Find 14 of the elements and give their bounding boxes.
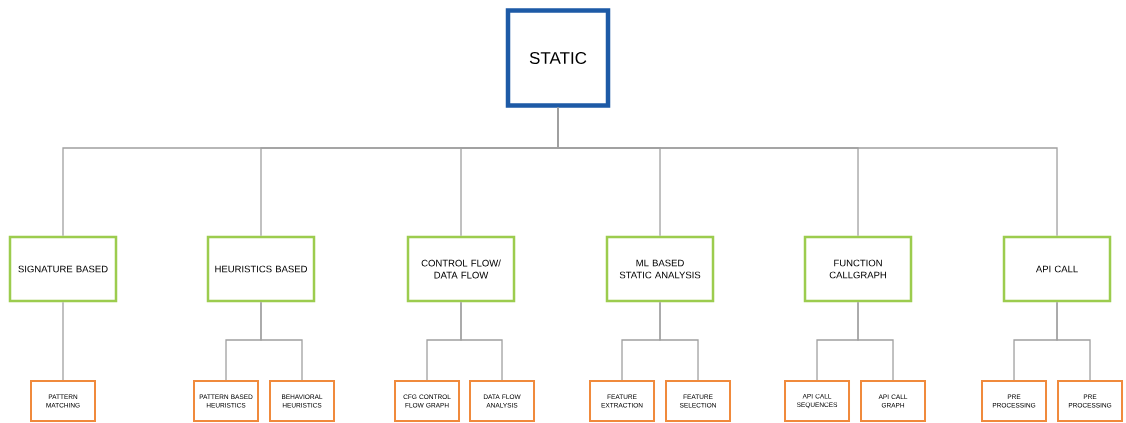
connector	[659, 301, 699, 381]
connector	[62, 301, 64, 381]
category-box: ML BASED STATIC ANALYSIS	[605, 235, 715, 303]
connector	[1056, 301, 1091, 381]
category-box: API CALL	[1002, 235, 1112, 303]
connector	[460, 301, 503, 381]
category-box: HEURISTICS BASED	[206, 235, 316, 303]
connector	[557, 107, 1058, 237]
connector	[857, 301, 894, 381]
category-box: CONTROL FLOW/ DATA FLOW	[406, 235, 516, 303]
connector	[260, 301, 303, 381]
root-box: STATIC	[505, 8, 611, 108]
category-box: FUNCTION CALLGRAPH	[803, 235, 913, 303]
category-box: SIGNATURE BASED	[8, 235, 118, 303]
